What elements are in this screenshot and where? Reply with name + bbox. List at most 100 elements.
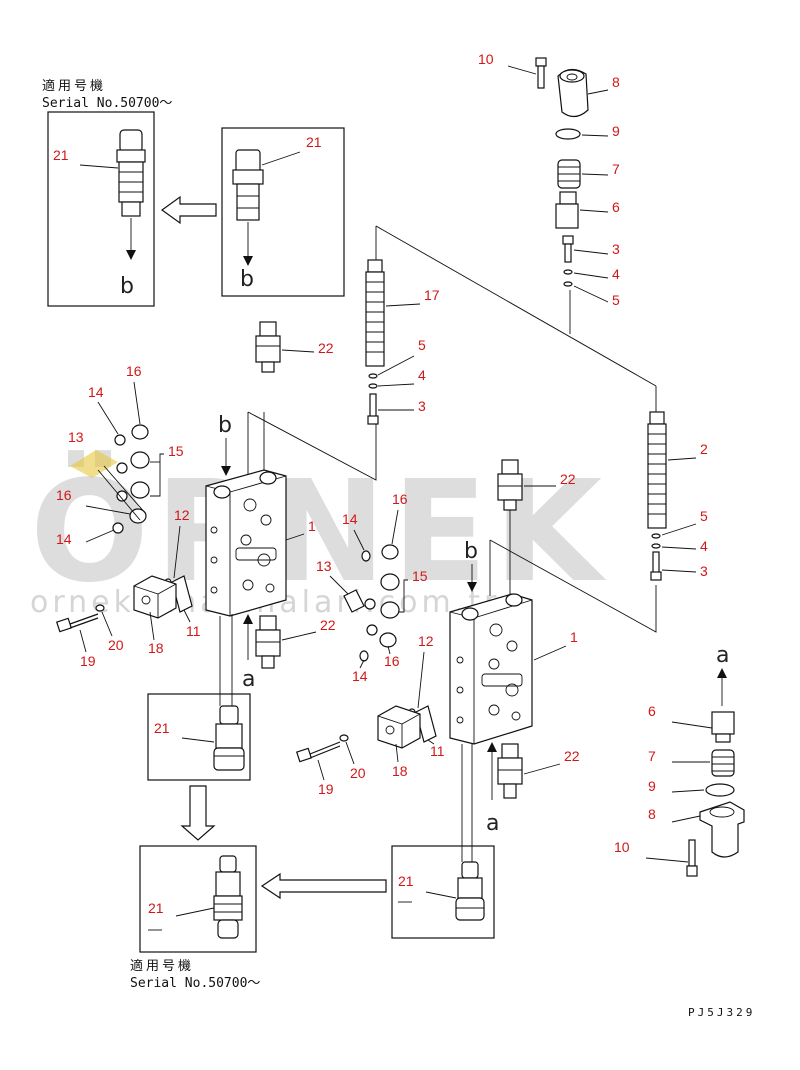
ring-5-mid [368,373,378,379]
valve-22-upper-left [255,321,281,373]
valve-22-lower-right [497,743,523,799]
label-7-top: 7 [612,161,620,177]
cartridge-valve-21-new [116,129,146,260]
washer-20-right [339,734,349,742]
flange-cover-8-top [557,68,589,118]
bolt-19-right [295,741,341,763]
cartridge-valve-21-lower-right [455,861,485,921]
label-16-a: 16 [126,363,142,379]
cover-18-left [133,575,177,619]
flow-letter-a-right: a [486,811,499,836]
flow-letter-b-left: b [218,413,232,438]
label-14-d: 14 [352,668,368,684]
label-20-left: 20 [108,637,124,653]
label-3-top: 3 [612,241,620,257]
label-11-right: 11 [430,743,445,759]
cover-18-right [377,705,421,749]
ring-5-top [563,281,573,287]
cartridge-valve-21-lower-new [213,855,243,939]
o-ring-14-b [112,522,124,534]
label-1-left: 1 [308,518,316,534]
replacement-arrow-left-bottom [260,872,387,900]
label-21-box2: 21 [306,134,322,150]
label-5-mid: 5 [418,337,426,353]
o-ring-15-c [380,573,400,591]
label-15-c: 15 [412,568,428,584]
label-12-left: 12 [174,507,190,523]
label-19-right: 19 [318,781,334,797]
assembly-line-right [489,539,657,633]
cartridge-valve-21-lower-old [213,705,245,771]
o-ring-15-d [380,601,400,619]
label-17: 17 [424,287,440,303]
valve-22-lower-left [255,615,281,669]
serial-note-bottom-kanji: 適用号機 [130,958,194,974]
o-ring-16-d [379,632,397,648]
gasket-11-right [415,705,437,743]
serial-note-top-kanji: 適用号機 [42,78,106,94]
washer-20-left [95,604,105,612]
label-16-c: 16 [392,491,408,507]
ring-4-mid [368,383,378,389]
label-4-mid: 4 [418,367,426,383]
spring-seat-6-top [555,191,579,229]
gasket-11-left [171,575,193,613]
label-9-top: 9 [612,123,620,139]
label-6-top: 6 [612,199,620,215]
label-18-left: 18 [148,640,164,656]
o-ring-15-a [130,451,150,469]
label-9-bottom: 9 [648,778,656,794]
stopper-3-top [562,235,574,263]
label-16-b: 16 [56,487,72,503]
valve-22-upper-right [497,459,523,511]
label-5-right: 5 [700,508,708,524]
label-21-lower-old: 21 [154,720,170,736]
detail-box-21-new [47,111,155,307]
seal-13-d [366,624,378,636]
flange-cover-8-bottom [699,801,745,858]
label-8-top: 8 [612,74,620,90]
cartridge-valve-21-old [232,149,264,266]
label-4-top: 4 [612,266,620,282]
label-5-top: 5 [612,292,620,308]
o-ring-9-bottom [705,783,735,797]
o-ring-15-b [130,481,150,499]
flow-letter-a-bottom: a [716,643,729,668]
ring-5-right [651,533,661,539]
label-11-left: 11 [186,623,201,639]
ring-4-top [563,269,573,275]
label-16-d: 16 [384,653,400,669]
label-13-a: 13 [68,429,84,445]
o-ring-16-c [381,544,399,560]
spring-7-bottom [711,749,735,777]
drawing-code: PJ5J329 [688,1006,755,1019]
seal-13-highlight [70,450,118,478]
label-10-bottom: 10 [614,839,630,855]
bolt-19-left [55,613,99,633]
label-13-c: 13 [316,558,332,574]
detail-box-21-lower-new [139,845,257,953]
o-ring-14-a [114,434,126,446]
label-21-box1: 21 [53,147,69,163]
label-14-c: 14 [342,511,358,527]
label-21-lower-new: 21 [148,900,164,916]
cap-bolt-10-bottom [686,839,698,877]
label-12-right: 12 [418,633,434,649]
label-18-right: 18 [392,763,408,779]
label-10-top: 10 [478,51,494,67]
label-3-mid: 3 [418,398,426,414]
flow-letter-b-box1: b [120,274,134,299]
valve-body-1-left [205,469,287,617]
label-3-right: 3 [700,563,708,579]
cap-bolt-10-top [535,57,547,89]
flow-letter-b-box2: b [240,267,254,292]
serial-note-top-text: Serial No.50700～ [42,96,172,111]
flow-letter-a-left: a [242,667,255,692]
stopper-3-mid [367,393,379,425]
replacement-arrow-down [180,785,216,841]
label-7-bottom: 7 [648,748,656,764]
serial-note-bottom-text: Serial No.50700～ [130,976,260,991]
replacement-arrow-top [160,195,217,225]
